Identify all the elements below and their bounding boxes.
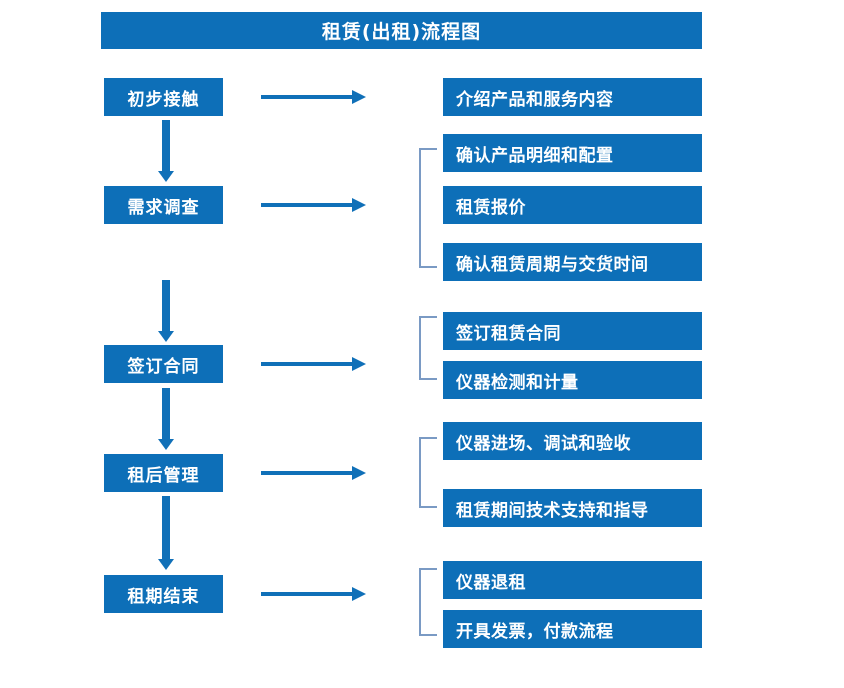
detail-box-2-3[interactable]: 确认租赁周期与交货时间 (443, 243, 702, 281)
stage-box-5[interactable]: 租期结束 (104, 575, 223, 613)
arrow-head-down-icon (158, 439, 174, 450)
arrow-shaft (261, 471, 353, 475)
stage-box-1[interactable]: 初步接触 (104, 78, 223, 116)
arrow-head-down-icon (158, 171, 174, 182)
detail-box-4-2[interactable]: 租赁期间技术支持和指导 (443, 489, 702, 527)
stage-box-3[interactable]: 签订合同 (104, 345, 223, 383)
horizontal-arrow-1 (261, 88, 366, 106)
detail-box-2-2[interactable]: 租赁报价 (443, 186, 702, 224)
detail-box-1-1[interactable]: 介绍产品和服务内容 (443, 78, 702, 116)
group-bracket-3 (419, 316, 437, 380)
detail-box-3-1[interactable]: 签订租赁合同 (443, 312, 702, 350)
arrow-head-right-icon (352, 90, 366, 104)
stage-box-4[interactable]: 租后管理 (104, 454, 223, 492)
chart-title: 租赁(出租)流程图 (101, 12, 702, 49)
detail-box-4-1[interactable]: 仪器进场、调试和验收 (443, 422, 702, 460)
arrow-head-right-icon (352, 198, 366, 212)
stage-box-2[interactable]: 需求调查 (104, 186, 223, 224)
arrow-head-down-icon (158, 331, 174, 342)
arrow-shaft (261, 362, 353, 366)
arrow-head-down-icon (158, 559, 174, 570)
horizontal-arrow-2 (261, 196, 366, 214)
horizontal-arrow-5 (261, 585, 366, 603)
arrow-shaft (261, 592, 353, 596)
arrow-head-right-icon (352, 587, 366, 601)
vertical-arrow-4-to-5 (158, 496, 174, 570)
arrow-head-right-icon (352, 357, 366, 371)
detail-box-2-1[interactable]: 确认产品明细和配置 (443, 134, 702, 172)
group-bracket-2 (419, 148, 437, 268)
arrow-shaft (162, 120, 170, 171)
arrow-shaft (162, 280, 170, 331)
horizontal-arrow-4 (261, 464, 366, 482)
arrow-shaft (162, 388, 170, 439)
detail-box-3-2[interactable]: 仪器检测和计量 (443, 361, 702, 399)
arrow-shaft (261, 95, 353, 99)
vertical-arrow-1-to-2 (158, 120, 174, 182)
arrow-head-right-icon (352, 466, 366, 480)
group-bracket-4 (419, 437, 437, 508)
group-bracket-5 (419, 568, 437, 636)
detail-box-5-2[interactable]: 开具发票，付款流程 (443, 610, 702, 648)
detail-box-5-1[interactable]: 仪器退租 (443, 561, 702, 599)
vertical-arrow-2-to-3 (158, 280, 174, 342)
horizontal-arrow-3 (261, 355, 366, 373)
vertical-arrow-3-to-4 (158, 388, 174, 450)
arrow-shaft (162, 496, 170, 559)
arrow-shaft (261, 203, 353, 207)
